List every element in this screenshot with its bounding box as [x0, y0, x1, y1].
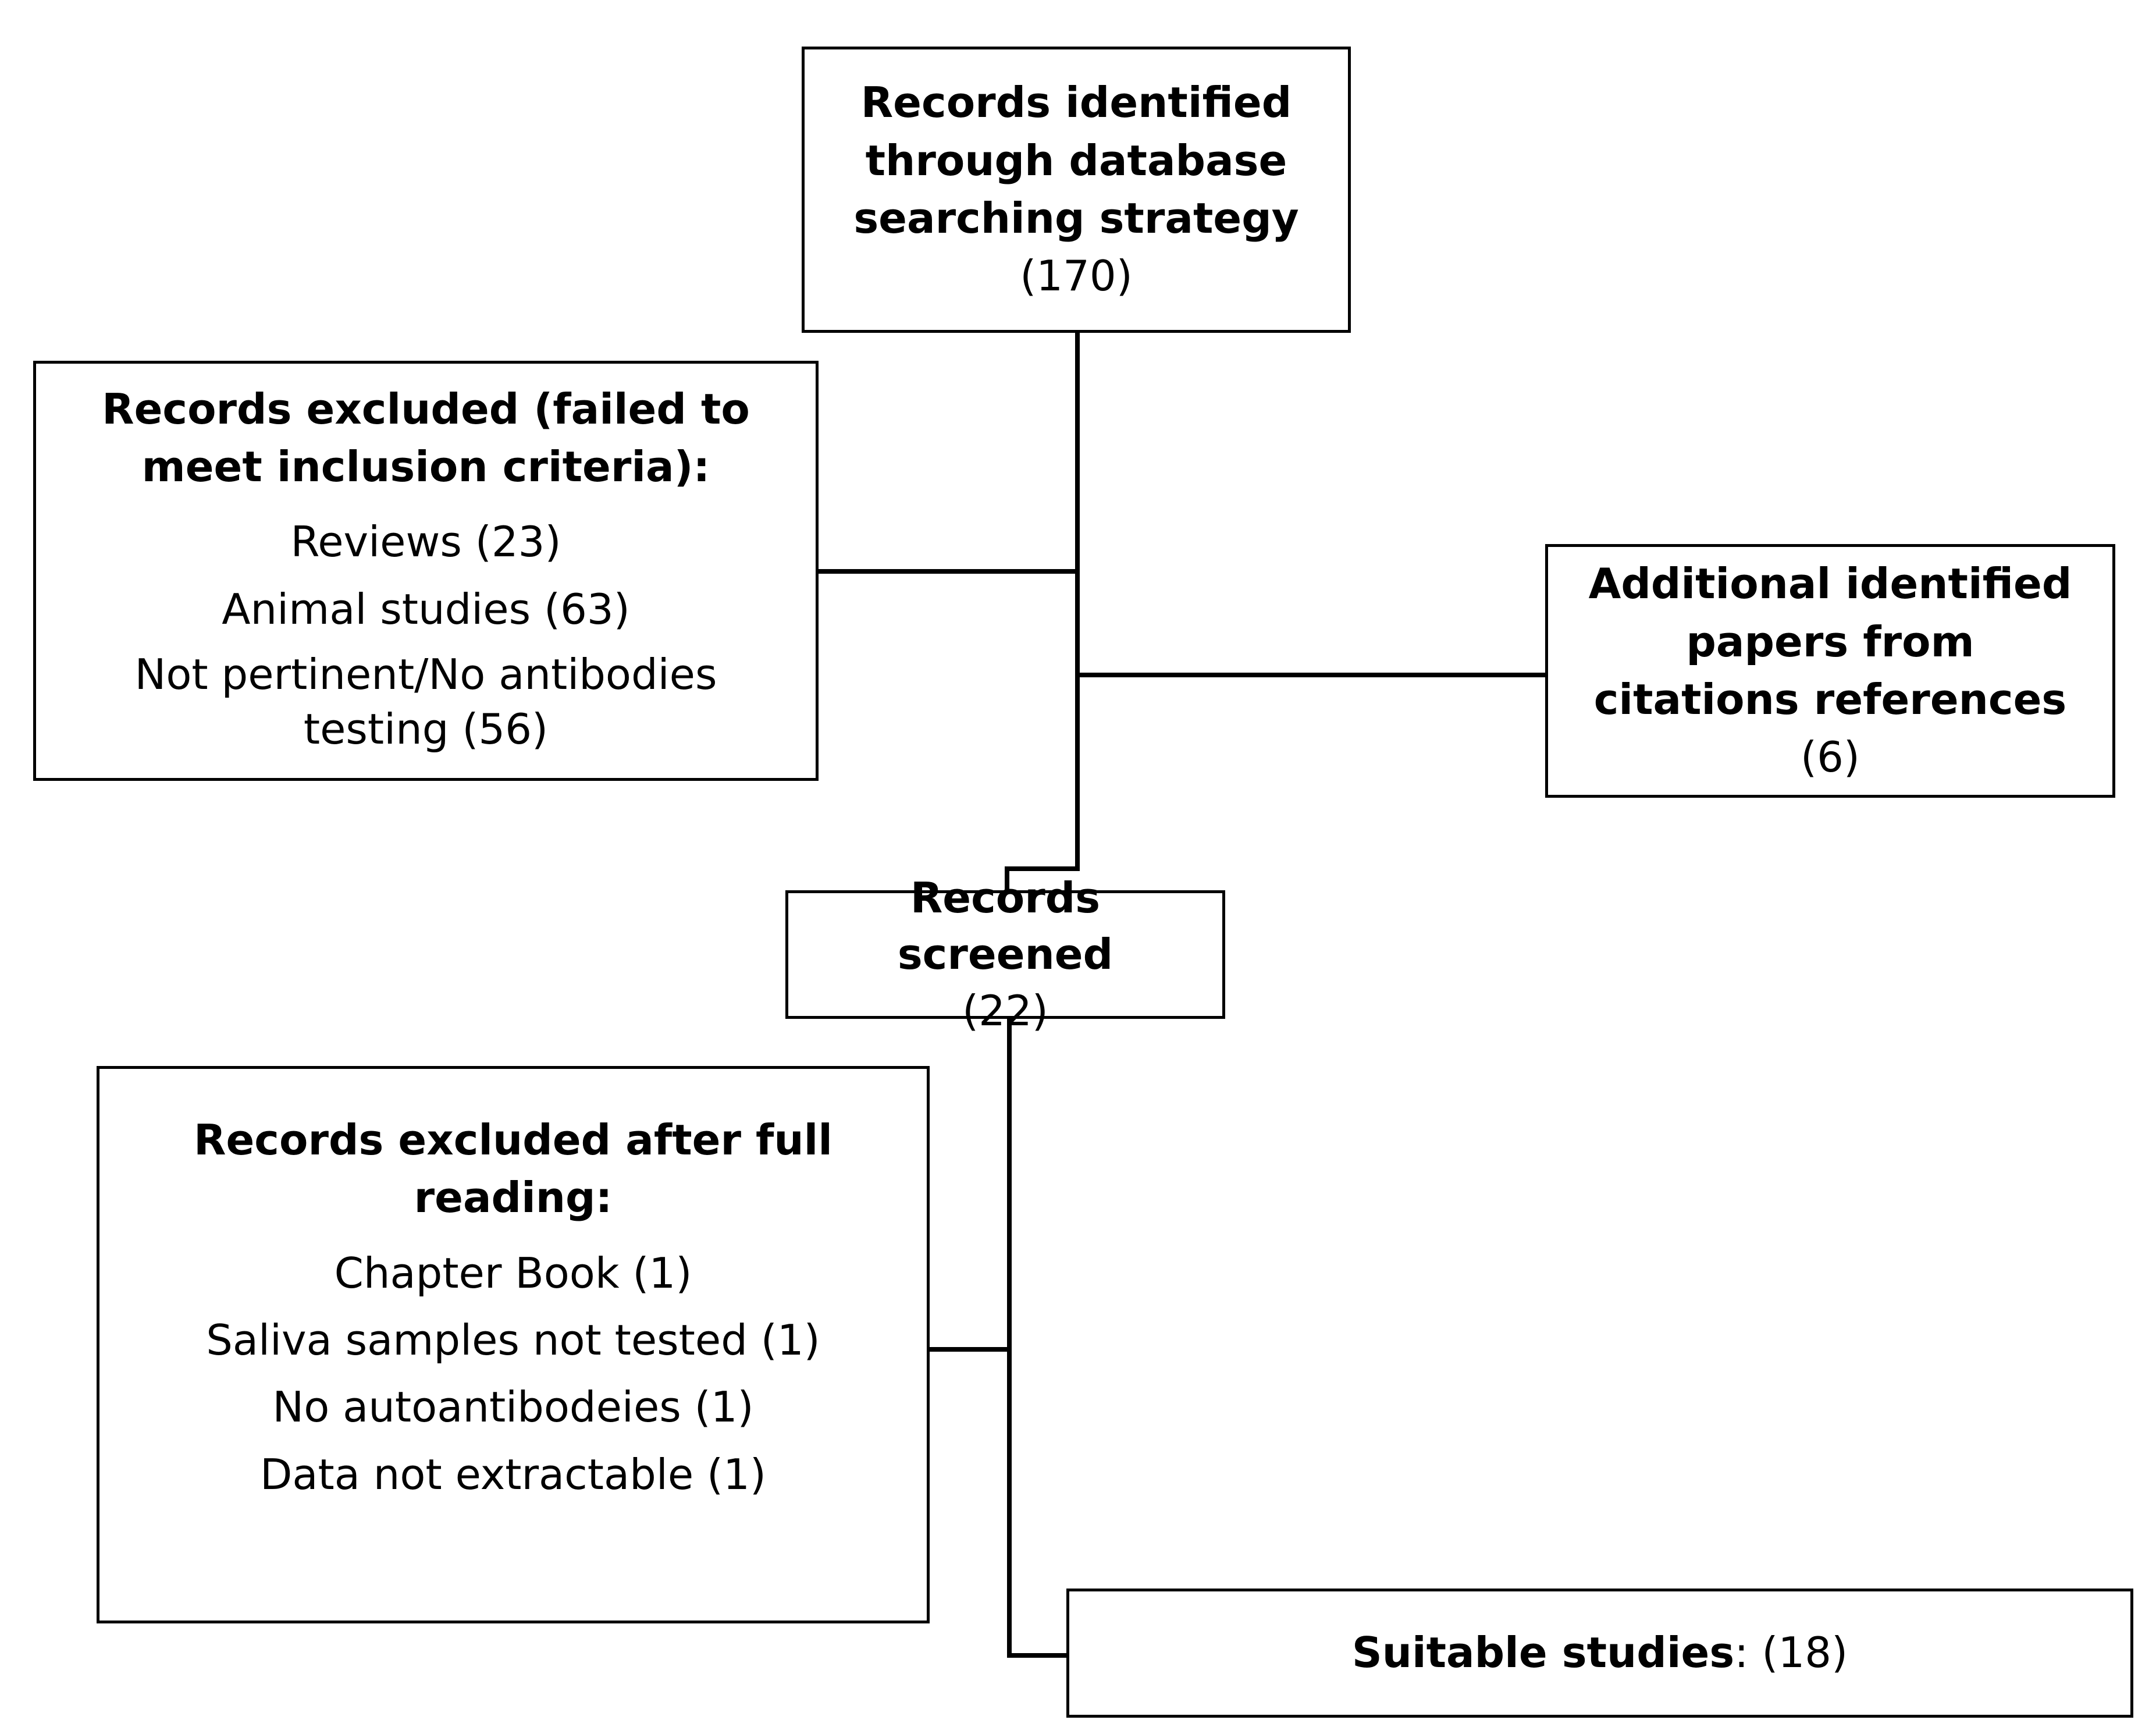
records-screened-label: Records screened	[897, 873, 1113, 979]
records-identified-count: (170)	[1020, 251, 1133, 301]
suitable-studies-text: Suitable studies: (18)	[1352, 1624, 1848, 1682]
records-excluded-full-box: Records excluded after full reading: Cha…	[97, 1066, 930, 1623]
suitable-studies-separator: :	[1734, 1628, 1749, 1678]
excluded-animal-studies: Animal studies (63)	[222, 584, 630, 634]
suitable-studies-box: Suitable studies: (18)	[1066, 1589, 2133, 1718]
records-screened-count: (22)	[962, 986, 1048, 1036]
suitable-studies-label: Suitable studies	[1351, 1628, 1735, 1678]
additional-papers-box: Additional identified papers from citati…	[1545, 544, 2115, 798]
records-identified-label: Records identified through database sear…	[853, 78, 1299, 243]
records-identified-text: Records identified through database sear…	[822, 74, 1330, 305]
excluded-no-autoantibodies: No autoantibodeies (1)	[272, 1383, 754, 1432]
additional-papers-count: (6)	[1801, 733, 1860, 782]
excluded-data-not-extractable: Data not extractable (1)	[259, 1449, 766, 1499]
records-excluded-criteria-title: Records excluded (failed to meet inclusi…	[102, 384, 750, 492]
excluded-reviews: Reviews (23)	[290, 517, 561, 567]
records-excluded-full-title: Records excluded after full reading:	[194, 1115, 832, 1223]
excluded-not-pertinent: Not pertinent/No antibodies testing (56)	[134, 650, 717, 754]
excluded-chapter-book: Chapter Book (1)	[334, 1248, 692, 1298]
connector-jog-to-screened	[1005, 866, 1080, 896]
excluded-saliva-not-tested: Saliva samples not tested (1)	[206, 1316, 820, 1364]
additional-papers-text: Additional identified papers from citati…	[1577, 555, 2083, 786]
records-identified-box: Records identified through database sear…	[802, 47, 1351, 333]
records-screened-box: Records screened (22)	[785, 873, 1225, 1035]
records-excluded-criteria-box: Records excluded (failed to meet inclusi…	[33, 361, 819, 781]
additional-papers-label: Additional identified papers from citati…	[1588, 559, 2072, 724]
suitable-studies-count: (18)	[1762, 1628, 1848, 1678]
